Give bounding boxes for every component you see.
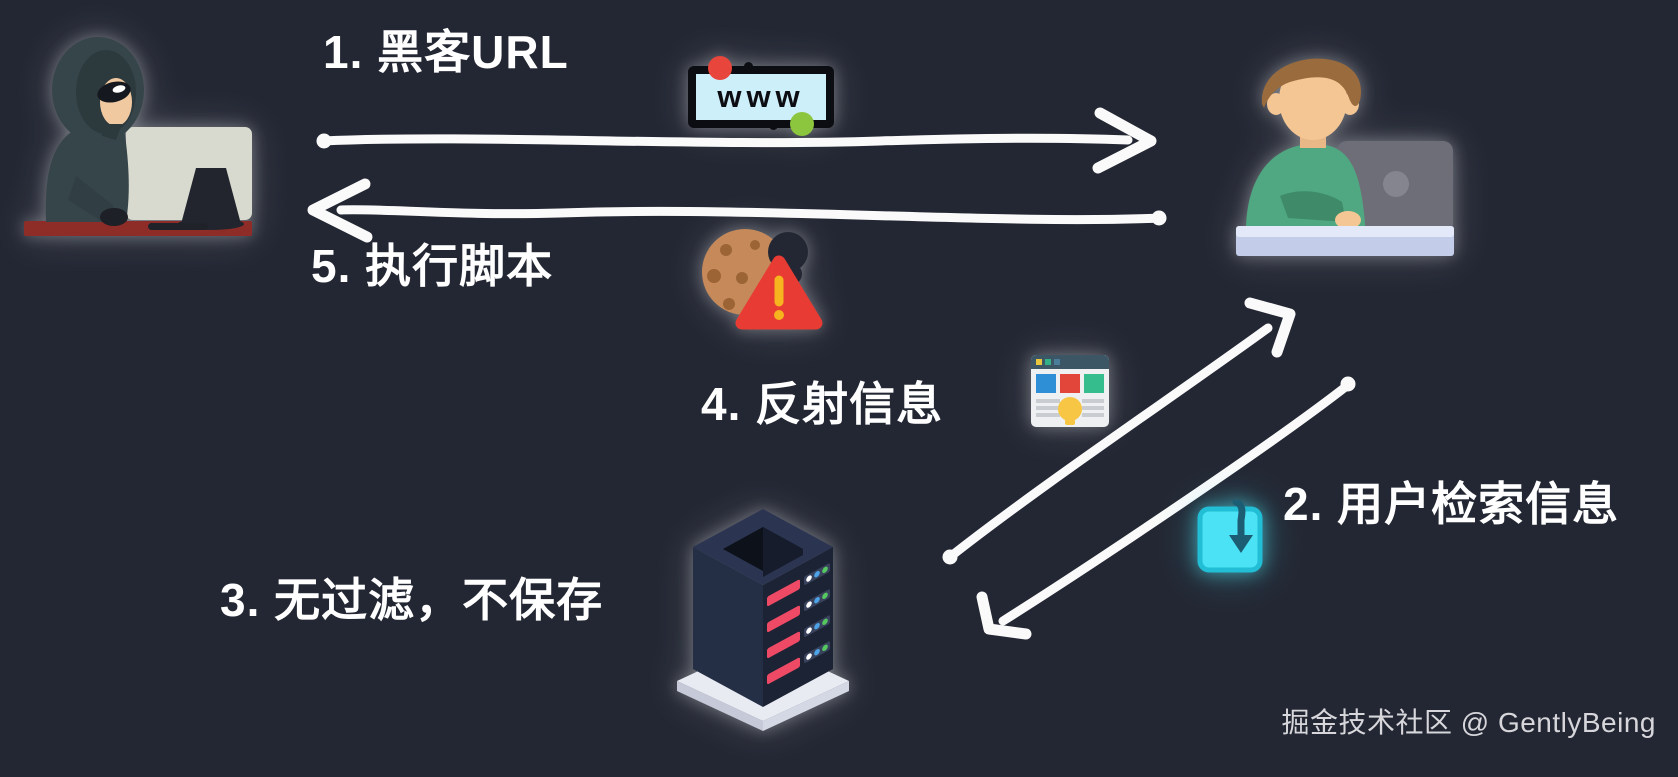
watermark: 掘金技术社区 @ GentlyBeing xyxy=(1281,707,1656,738)
step2-label: 2. 用户检索信息 xyxy=(1283,478,1620,530)
red-dot xyxy=(708,56,732,80)
step3-label: 3. 无过滤，不保存 xyxy=(220,574,604,626)
black-dot-bottom xyxy=(769,121,778,130)
hacker-at-computer-icon xyxy=(24,37,252,236)
server-rack-icon xyxy=(677,509,849,731)
black-dot-top xyxy=(744,62,753,71)
step4-label: 4. 反射信息 xyxy=(701,378,944,430)
www-label: www xyxy=(717,79,805,114)
download-icon xyxy=(1197,500,1263,573)
step1-label: 1. 黑客URL xyxy=(323,26,569,78)
cookie-icon xyxy=(702,229,823,330)
warning-icon xyxy=(735,255,823,330)
user-at-laptop-icon xyxy=(1236,58,1454,256)
webpage-icon xyxy=(1031,355,1109,427)
step5-label: 5. 执行脚本 xyxy=(311,240,554,292)
green-dot xyxy=(790,112,814,136)
www-browser-icon: www xyxy=(688,56,834,136)
